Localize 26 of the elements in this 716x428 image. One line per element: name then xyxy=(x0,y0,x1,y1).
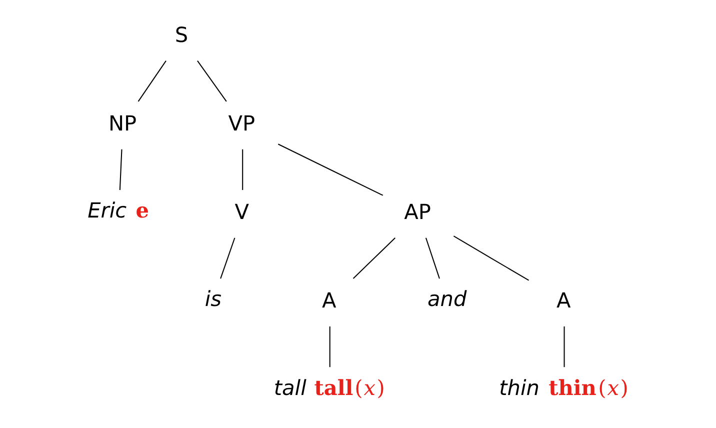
node-text: A xyxy=(556,288,570,313)
node-text: tall xyxy=(273,376,306,400)
connector xyxy=(452,236,529,281)
connector xyxy=(277,144,383,196)
node-label: e xyxy=(135,198,149,223)
connector xyxy=(424,238,440,279)
connector xyxy=(352,238,395,279)
node-text: A xyxy=(322,288,336,313)
node-text: thin xyxy=(498,376,540,400)
connector xyxy=(196,60,226,102)
node-text: V xyxy=(234,200,249,224)
node-text: S xyxy=(174,22,188,47)
node-text: VP xyxy=(228,111,255,136)
connector xyxy=(328,326,330,368)
node-text: Eric xyxy=(87,198,126,223)
connector xyxy=(242,149,243,190)
connector xyxy=(137,60,166,102)
node-text: NP xyxy=(108,111,136,136)
node-text: and xyxy=(427,287,466,312)
connector xyxy=(118,149,122,190)
connector xyxy=(563,326,564,368)
node-label: tall(x) xyxy=(314,374,384,400)
node-text: AP xyxy=(404,200,430,224)
connector xyxy=(220,238,235,279)
node-text: is xyxy=(204,287,221,312)
node-label: thin(x) xyxy=(548,374,628,400)
